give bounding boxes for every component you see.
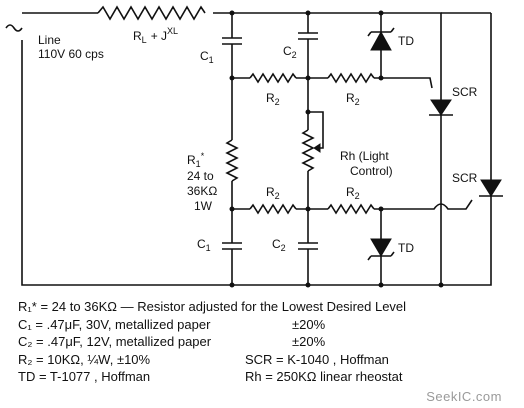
line-spec-label: 110V 60 cps xyxy=(38,47,104,61)
r1-range-label: 24 to xyxy=(187,169,214,183)
legend-row-c2: C₂ = .47μF, 12V, metallized paper ±20% xyxy=(18,333,518,351)
c1-upper-capacitor xyxy=(222,37,242,45)
c1-upper-label: C1 xyxy=(200,49,214,65)
rh-label: Rh (Light xyxy=(340,149,389,163)
series-inductive-resistor xyxy=(97,5,206,21)
c1-spec: C₁ = .47μF, 30V, metallized paper xyxy=(18,316,211,332)
legend-row-td: TD = T-1077 , Hoffman Rh = 250KΩ linear … xyxy=(18,368,518,386)
td-lower-diode-icon xyxy=(370,238,392,257)
r2-lower-left xyxy=(249,203,297,215)
scr-upper-label: SCR xyxy=(452,85,478,99)
r1-watt-label: 1W xyxy=(194,199,213,213)
legend-row-r1: R₁* = 24 to 36KΩ — Resistor adjusted for… xyxy=(18,298,518,316)
series-label: RL+ JXL xyxy=(133,26,178,45)
r2-row-wire xyxy=(374,77,433,89)
td-upper-bar-tips xyxy=(367,27,395,37)
rh-rheostat xyxy=(301,129,315,172)
r2-spec: R₂ = 10KΩ, ¼W, ±10% xyxy=(18,351,151,367)
r1-resistor xyxy=(225,139,239,182)
ac-source-icon xyxy=(5,24,23,32)
line-label: Line xyxy=(38,33,61,47)
junction-dot xyxy=(305,109,311,115)
scr-lower-icon xyxy=(480,179,502,197)
r2-lower-right-label: R2 xyxy=(346,185,360,201)
rh-spec: Rh = 250KΩ linear rheostat xyxy=(245,369,403,384)
scr-spec: SCR = K-1040 , Hoffman xyxy=(245,351,389,367)
c2-upper-capacitor xyxy=(298,32,318,40)
td-upper-diode-icon xyxy=(370,30,392,51)
r1-spec: R₁* = 24 to 36KΩ — Resistor adjusted for… xyxy=(18,299,407,314)
r2-lower-right xyxy=(327,203,375,215)
r2-upper-left-label: R2 xyxy=(266,91,280,107)
rh-wiper xyxy=(308,111,324,149)
return-line-wire xyxy=(21,40,492,286)
c1-lower-capacitor xyxy=(222,242,242,250)
c2-lower-capacitor xyxy=(298,242,318,250)
c2-tolerance: ±20% xyxy=(292,334,326,349)
r2-upper-right-label: R2 xyxy=(346,91,360,107)
c2-upper-label: C2 xyxy=(283,44,297,60)
rh-wiper-arrow-icon xyxy=(313,143,321,153)
scr-lower-label: SCR xyxy=(452,171,478,185)
c2-lower-label: C2 xyxy=(272,237,286,253)
td-lower-label: TD xyxy=(398,241,414,255)
top-bus xyxy=(213,12,442,100)
c2-spec: C₂ = .47μF, 12V, metallized paper xyxy=(18,334,212,349)
c1-tolerance: ±20% xyxy=(292,316,326,332)
td-spec: TD = T-1077 , Hoffman xyxy=(18,369,151,384)
r2-row-wire xyxy=(374,199,473,210)
scr-upper-icon xyxy=(430,99,452,116)
watermark: SeekIC.com xyxy=(426,389,502,404)
rh-label: Control) xyxy=(350,164,393,178)
legend-row-r2: R₂ = 10KΩ, ¼W, ±10% SCR = K-1040 , Hoffm… xyxy=(18,351,518,369)
junction-dot xyxy=(378,75,384,81)
legend-row-c1: C₁ = .47μF, 30V, metallized paper ±20% xyxy=(18,316,518,334)
r2-lower-left-label: R2 xyxy=(266,185,280,201)
r1-name-label: R1* xyxy=(187,151,205,169)
c1-lower-label: C1 xyxy=(197,237,211,253)
r2-upper-left xyxy=(249,72,297,84)
r1-range-label: 36KΩ xyxy=(187,184,217,198)
circuit-schematic: Line 110V 60 cps RL+ JXL C1 C2 TD R2 R2 … xyxy=(5,5,503,288)
td-upper-label: TD xyxy=(398,34,414,48)
r2-upper-right xyxy=(327,72,375,84)
component-legend: R₁* = 24 to 36KΩ — Resistor adjusted for… xyxy=(18,298,518,386)
